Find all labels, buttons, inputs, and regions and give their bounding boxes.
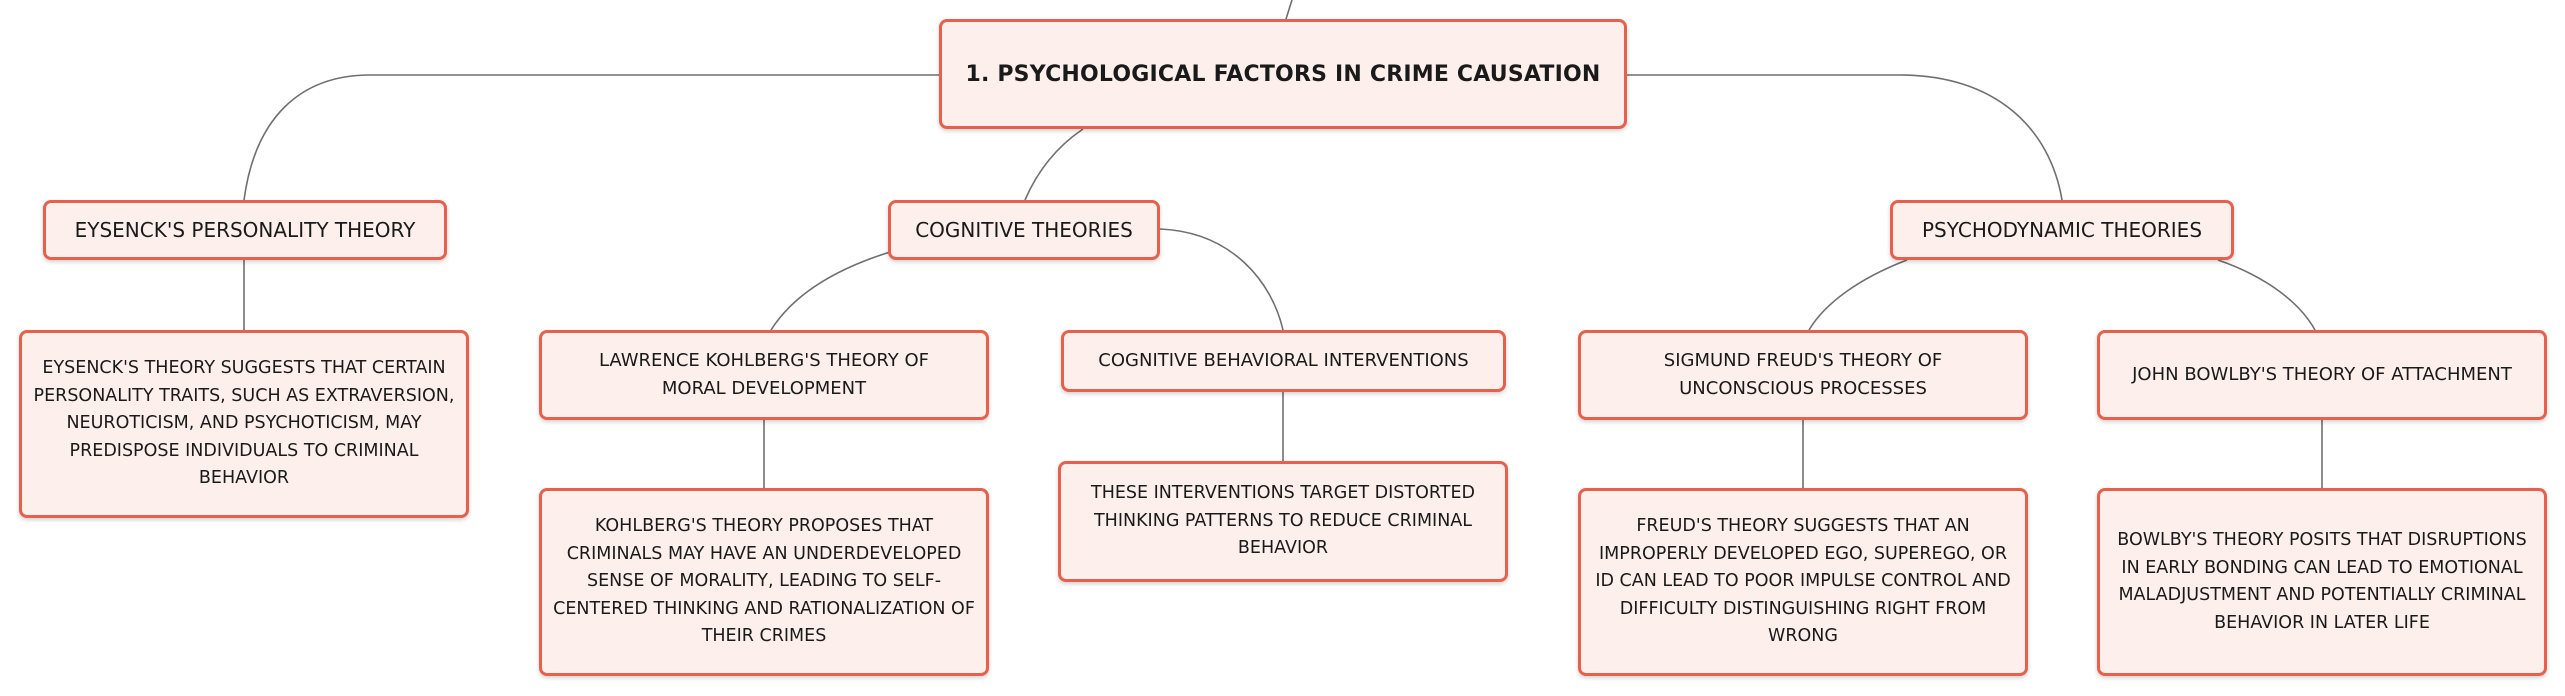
kohlberg-node[interactable]: LAWRENCE KOHLBERG'S THEORY OF MORAL DEVE… (539, 330, 989, 420)
branch-psychodynamic-label: PSYCHODYNAMIC THEORIES (1921, 218, 2203, 242)
eysenck-description[interactable]: EYSENCK'S THEORY SUGGESTS THAT CERTAIN P… (19, 330, 469, 518)
cbi-label: COGNITIVE BEHAVIORAL INTERVENTIONS (1098, 350, 1469, 371)
freud-label: SIGMUND FREUD'S THEORY OF UNCONSCIOUS PR… (1663, 350, 1943, 399)
cbi-description-text: THESE INTERVENTIONS TARGET DISTORTED THI… (1091, 483, 1475, 559)
freud-node[interactable]: SIGMUND FREUD'S THEORY OF UNCONSCIOUS PR… (1578, 330, 2028, 420)
connector-root-psychodynamic (1627, 74, 2063, 201)
connector-root-eysenck (243, 74, 939, 201)
cbi-node[interactable]: COGNITIVE BEHAVIORAL INTERVENTIONS (1061, 330, 1506, 392)
bowlby-node[interactable]: JOHN BOWLBY'S THEORY OF ATTACHMENT (2097, 330, 2547, 420)
connector-psychodynamic-bowlby (2217, 259, 2316, 331)
freud-description-text: FREUD'S THEORY SUGGESTS THAT AN IMPROPER… (1595, 516, 2011, 647)
root-label: 1. PSYCHOLOGICAL FACTORS IN CRIME CAUSAT… (965, 61, 1601, 87)
branch-eysenck-label: EYSENCK'S PERSONALITY THEORY (74, 218, 416, 242)
connector-cognitive-cbi (1159, 228, 1284, 331)
connector-psychodynamic-freud (1808, 259, 1908, 331)
connector-root-cognitive (1024, 128, 1084, 201)
kohlberg-label: LAWRENCE KOHLBERG'S THEORY OF MORAL DEVE… (598, 350, 930, 399)
bowlby-description[interactable]: BOWLBY'S THEORY POSITS THAT DISRUPTIONS … (2097, 488, 2547, 676)
kohlberg-description-text: KOHLBERG'S THEORY PROPOSES THAT CRIMINAL… (553, 516, 975, 647)
connector-parent-incoming (1285, 0, 1293, 20)
branch-cognitive[interactable]: COGNITIVE THEORIES (888, 200, 1160, 260)
connector-cognitive-kohlberg (770, 251, 891, 331)
freud-description[interactable]: FREUD'S THEORY SUGGESTS THAT AN IMPROPER… (1578, 488, 2028, 676)
eysenck-description-text: EYSENCK'S THEORY SUGGESTS THAT CERTAIN P… (33, 358, 455, 489)
branch-cognitive-label: COGNITIVE THEORIES (915, 218, 1133, 242)
branch-eysenck[interactable]: EYSENCK'S PERSONALITY THEORY (43, 200, 447, 260)
root-node[interactable]: 1. PSYCHOLOGICAL FACTORS IN CRIME CAUSAT… (939, 19, 1627, 129)
cbi-description[interactable]: THESE INTERVENTIONS TARGET DISTORTED THI… (1058, 461, 1508, 582)
kohlberg-description[interactable]: KOHLBERG'S THEORY PROPOSES THAT CRIMINAL… (539, 488, 989, 676)
branch-psychodynamic[interactable]: PSYCHODYNAMIC THEORIES (1890, 200, 2234, 260)
bowlby-description-text: BOWLBY'S THEORY POSITS THAT DISRUPTIONS … (2117, 530, 2527, 633)
bowlby-label: JOHN BOWLBY'S THEORY OF ATTACHMENT (2132, 364, 2512, 385)
